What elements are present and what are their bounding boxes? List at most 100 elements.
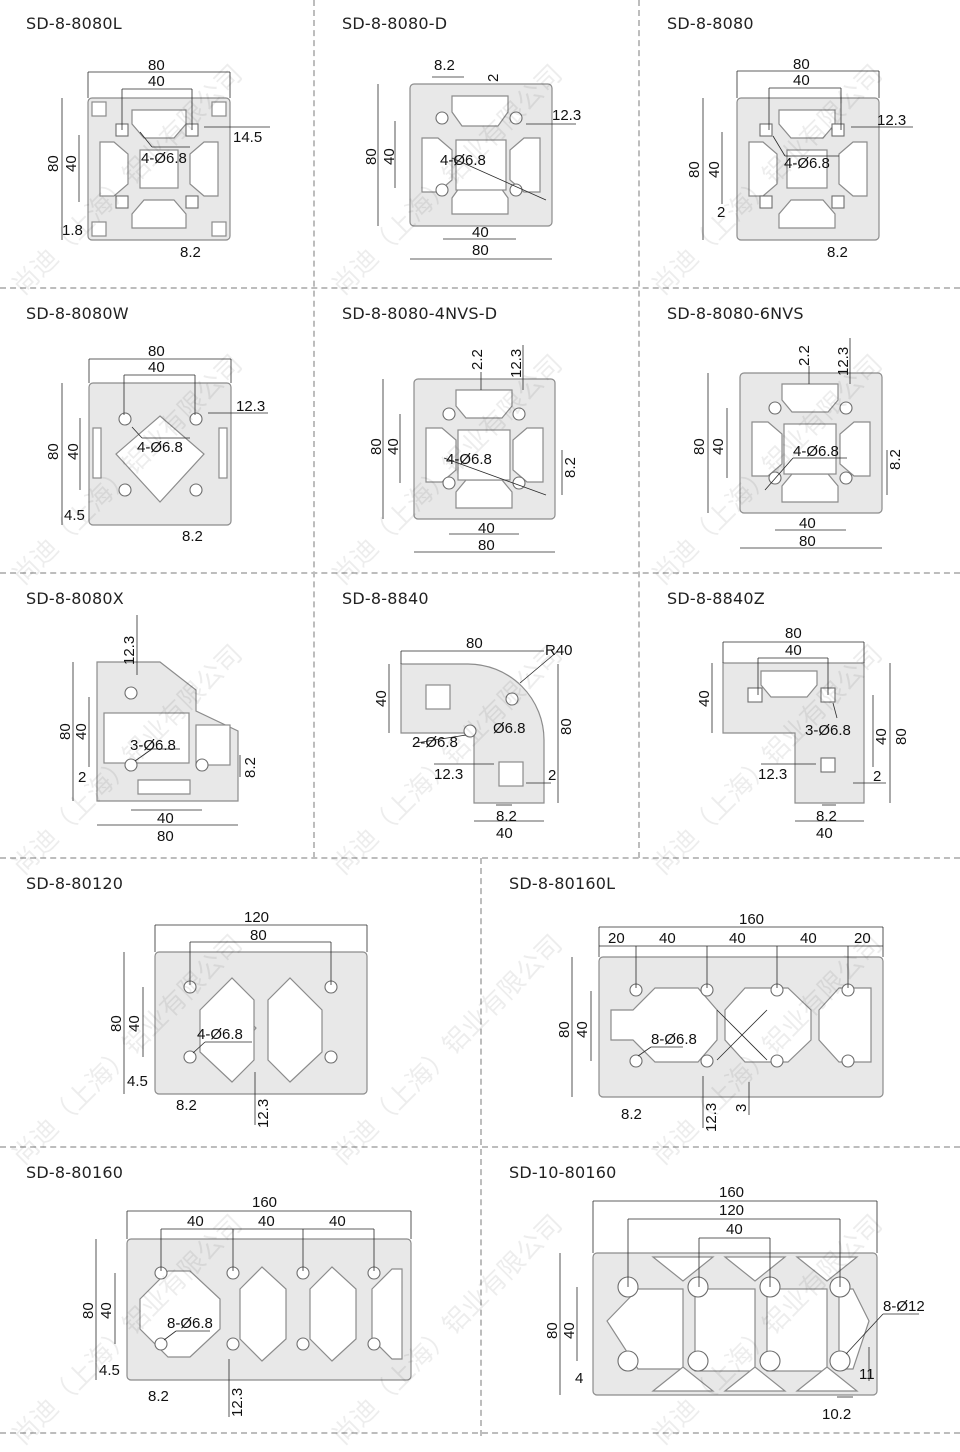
dim-height: 80: [108, 1015, 125, 1032]
dim-holes: 2-Ø6.8: [412, 734, 458, 751]
dim-width: 160: [252, 1194, 277, 1211]
dim-inner-height: 40: [73, 723, 90, 740]
dim-seg4: 40: [800, 930, 817, 947]
dim-wall: 2: [548, 767, 556, 784]
dim-width: 80: [785, 625, 802, 642]
dim-inner-width: 40: [785, 642, 802, 659]
profile-title: SD-8-8080L: [26, 14, 122, 33]
dim-height: 80: [544, 1322, 561, 1339]
dim-inner-height: 40: [710, 438, 727, 455]
dim-seg3: 40: [729, 930, 746, 947]
dim-leg-width: 40: [816, 825, 833, 842]
dim-lip: 2.2: [796, 345, 813, 366]
dim-inner-height: 40: [126, 1015, 143, 1032]
dim-height: 80: [45, 155, 62, 172]
profile-drawing: 8.2 2 12.3 80 40 4-Ø6.8 40 80: [363, 57, 581, 260]
dim-slot: 8.2: [182, 528, 203, 545]
profile-drawing: 2.2 12.3 80 40 4-Ø6.8 8.2 40 80: [368, 345, 579, 554]
dim-inner-width: 40: [472, 224, 489, 241]
dim-inner-width: 40: [148, 359, 165, 376]
dim-width: 80: [799, 533, 816, 550]
profile-drawing: 80 40 12.3 80 40 4-Ø6.8 2 8.2: [686, 56, 913, 261]
profile-card-sd-8-80120: SD-8-80120 120 80 80 40 4-Ø6.8 4.5 8.2 1…: [0, 860, 480, 1146]
dim-slot-offset: 12.3: [835, 347, 852, 376]
dim-inner-height: 40: [385, 438, 402, 455]
profile-card-sd-8-8080x: SD-8-8080X 12.3 80 40 3-Ø6.8 2 8.2 40 80: [0, 575, 313, 857]
dim-seg3: 40: [329, 1213, 346, 1230]
profile-drawing: 80 R40 40 80 Ø6.8 2-Ø6.8 12.3 2 8.2 40: [373, 635, 575, 842]
profile-drawing: 160 120 40 80 40 8-Ø12 4 11 10.2: [544, 1184, 925, 1423]
dim-width: 160: [739, 911, 764, 928]
dim-slot-offset: 12.3: [229, 1388, 246, 1417]
dim-inner-width: 40: [793, 72, 810, 89]
dim-slot-offset: 12.3: [255, 1099, 272, 1128]
dim-width: 80: [157, 828, 174, 845]
dim-inner-width: 40: [148, 73, 165, 90]
dim-seg1: 40: [187, 1213, 204, 1230]
dim-wall: 4.5: [127, 1073, 148, 1090]
profile-title: SD-8-80160: [26, 1163, 124, 1182]
row-divider: [0, 857, 960, 859]
dim-inner-height: 40: [706, 161, 723, 178]
profile-title: SD-8-8080-6NVS: [667, 304, 804, 323]
dim-slot-offset: 12.3: [236, 398, 265, 415]
row-divider: [0, 572, 960, 574]
dim-inner-width: 40: [799, 515, 816, 532]
dim-holes: 4-Ø6.8: [446, 451, 492, 468]
profile-card-sd-8-8080-4nvs-d: SD-8-8080-4NVS-D 2.2 12.3 80 40 4-Ø6.8 8…: [316, 290, 638, 572]
dim-width: 80: [148, 57, 165, 74]
profile-card-sd-8-80160: SD-8-80160 160 40 40 40 80 40 8-Ø6.8 4.5…: [0, 1149, 480, 1432]
dim-lip: 3: [733, 1104, 750, 1112]
dim-holes: 3-Ø6.8: [130, 737, 176, 754]
dim-width: 80: [466, 635, 483, 652]
column-divider: [638, 0, 640, 858]
row-divider: [0, 287, 960, 289]
dim-holes: 4-Ø6.8: [793, 443, 839, 460]
dim-slot: 8.2: [887, 449, 904, 470]
dim-height: 80: [80, 1302, 97, 1319]
dim-slot-offset: 14.5: [233, 129, 262, 146]
dim-inner-height: 40: [65, 443, 82, 460]
dim-height: 80: [556, 1021, 573, 1038]
dim-slot: 8.2: [827, 244, 848, 261]
dim-inner-width: 40: [478, 520, 495, 537]
dim-seg2: 40: [659, 930, 676, 947]
dim-slot: 8.2: [496, 808, 517, 825]
dim-holes: 4-Ø6.8: [197, 1026, 243, 1043]
row-divider: [0, 1146, 960, 1148]
dim-height: 80: [368, 438, 385, 455]
dim-height: 80: [363, 148, 380, 165]
dim-wall: 4.5: [64, 507, 85, 524]
dim-slot: 8.2: [180, 244, 201, 261]
dim-inner-height: 40: [561, 1322, 578, 1339]
dim-slot: 10.2: [822, 1406, 851, 1423]
dim-height: 80: [558, 718, 575, 735]
profile-drawing: 12.3 80 40 3-Ø6.8 2 8.2 40 80: [57, 615, 259, 845]
profile-card-sd-8-8080-6nvs: SD-8-8080-6NVS 2.2 12.3 80 40 4-Ø6.8 8.2…: [641, 290, 960, 572]
dim-height: 80: [691, 438, 708, 455]
profile-title: SD-8-8080-D: [342, 14, 448, 33]
dim-slot: 8.2: [621, 1106, 642, 1123]
dim-height: 80: [45, 443, 62, 460]
profile-title: SD-8-8840Z: [667, 589, 765, 608]
dim-width: 80: [793, 56, 810, 73]
profile-title: SD-8-8840: [342, 589, 429, 608]
dim-slot-offset: 12.3: [508, 349, 525, 378]
profile-title: SD-8-8080W: [26, 304, 129, 323]
dim-seg2: 40: [258, 1213, 275, 1230]
dim-holes: 4-Ø6.8: [784, 155, 830, 172]
profile-drawing: 120 80 80 40 4-Ø6.8 4.5 8.2 12.3: [108, 909, 368, 1128]
dim-seg5: 20: [854, 930, 871, 947]
profile-title: SD-8-8080X: [26, 589, 124, 608]
dim-inner-width: 40: [726, 1221, 743, 1238]
column-divider: [313, 0, 315, 858]
profile-drawing: 80 40 80 40 4-Ø6.8 14.5 1.8 8.2: [45, 57, 270, 261]
dim-leg: 40: [373, 690, 390, 707]
profile-drawing: 80 40 40 3-Ø6.8 40 80 12.3 2 8.2 40: [696, 625, 910, 842]
dim-inner-height: 40: [98, 1302, 115, 1319]
dim-wall: 4.5: [99, 1362, 120, 1379]
profile-title: SD-8-8080: [667, 14, 754, 33]
dim-slot: 8.2: [242, 757, 259, 778]
profile-title: SD-8-80120: [26, 874, 124, 893]
dim-inner-width: 80: [250, 927, 267, 944]
